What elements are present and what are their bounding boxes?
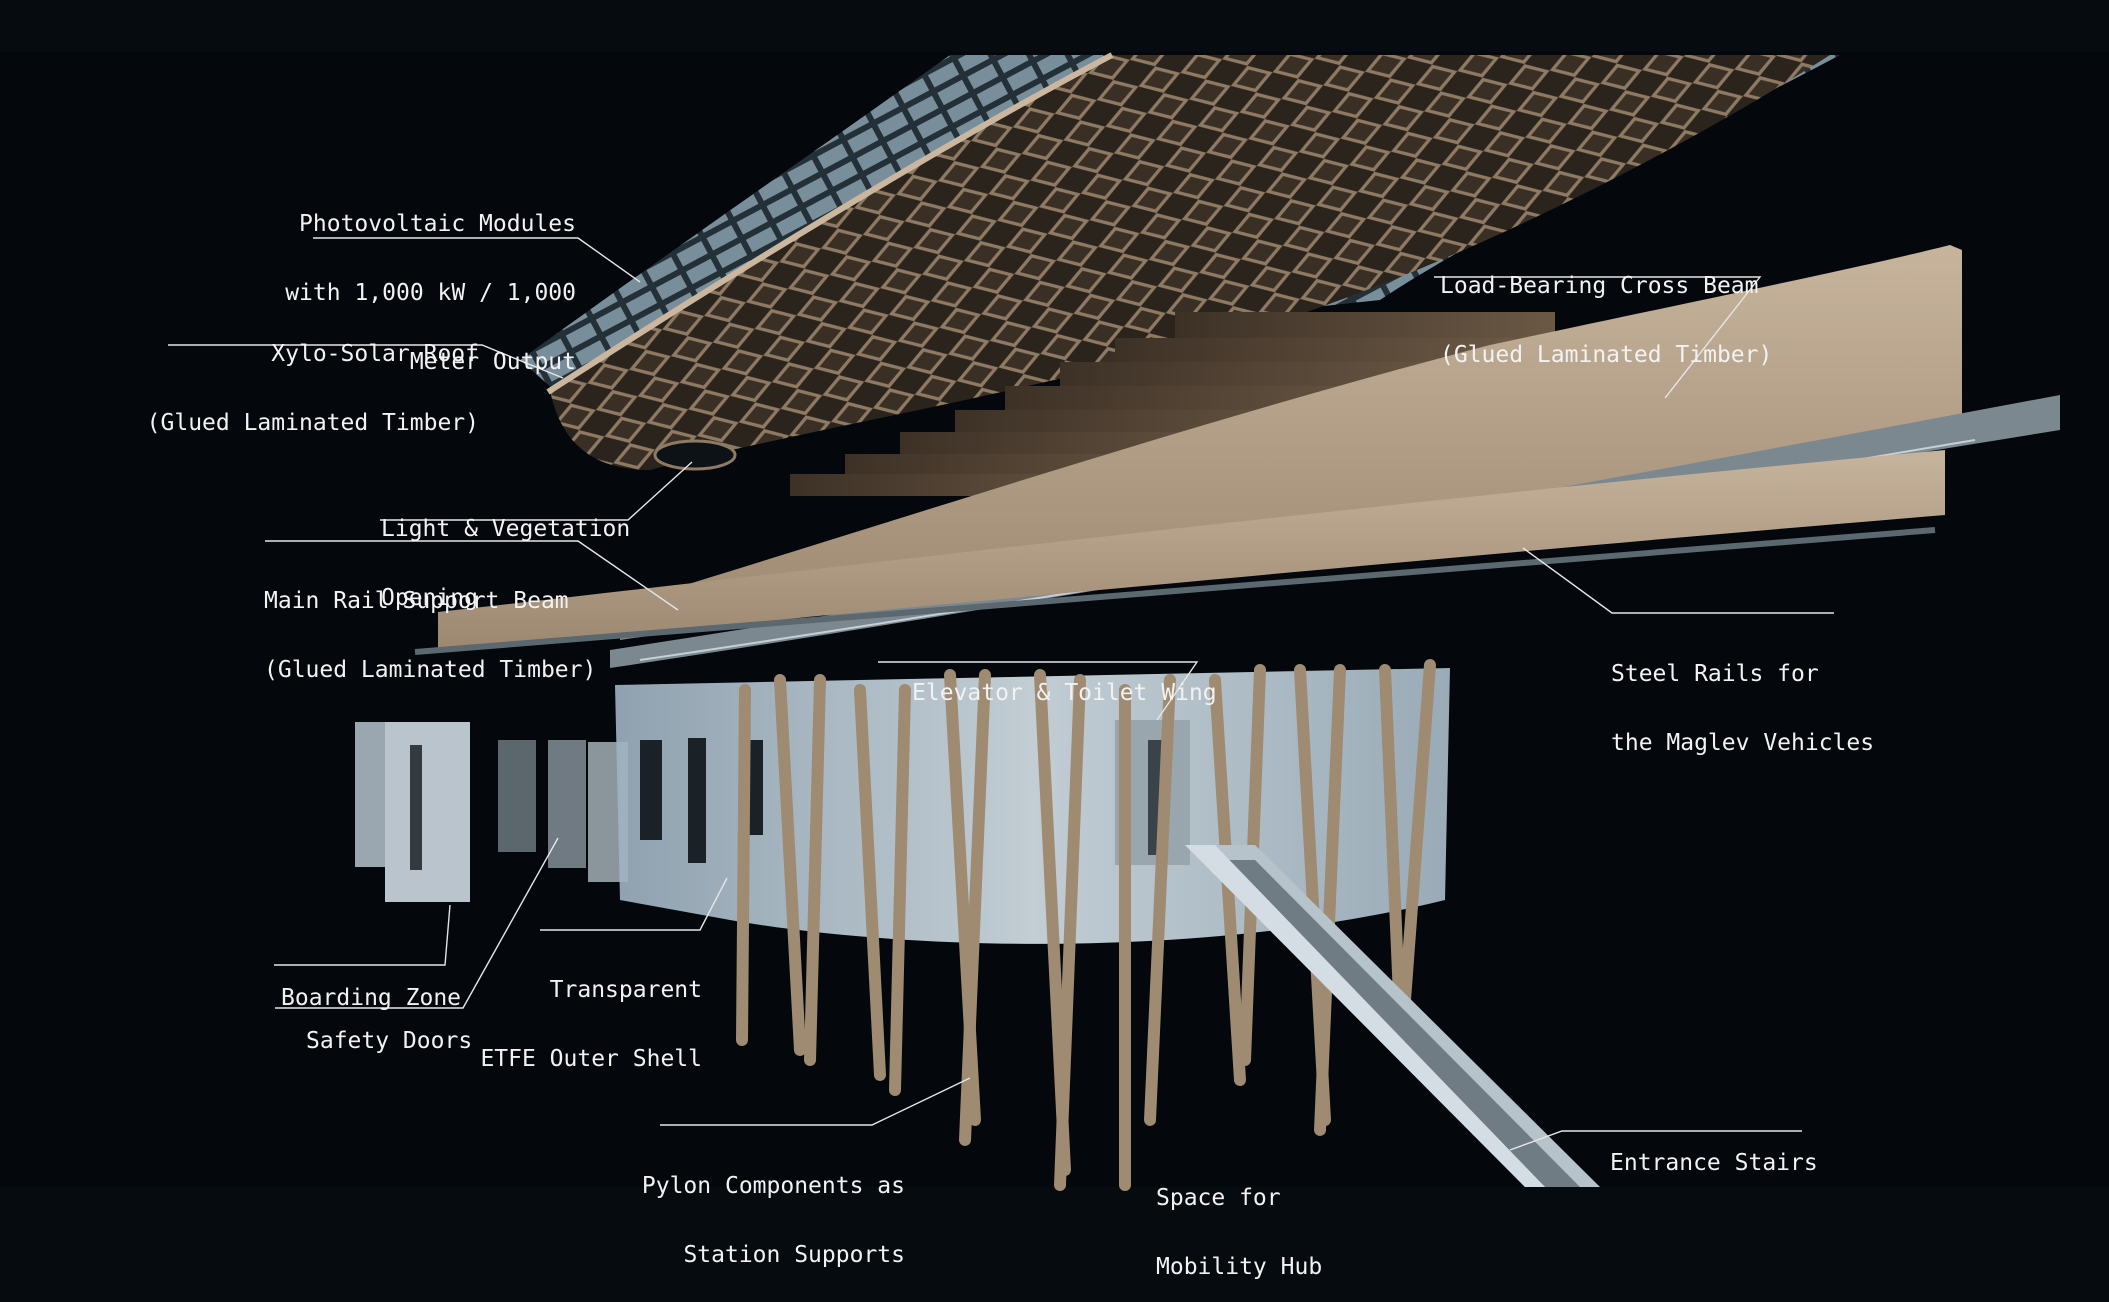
leader-lines [168,237,1834,1151]
light-vegetation-opening [653,439,737,471]
label-transparent-shell: Transparent ETFE Outer Shell [480,933,702,1094]
entrance-stairs [1185,845,1600,1187]
leader-main-rail-beam [265,540,679,611]
label-safety-doors-line1: Safety Doors [306,1028,473,1054]
roof-edge [546,52,1114,395]
label-entrance-stairs: Entrance Stairs [1610,1106,1818,1198]
label-photovoltaic-line1: Photovoltaic Modules [299,211,576,237]
label-pylon-components-line2: Station Supports [683,1242,905,1268]
leader-xylo-roof [168,344,564,379]
label-mobility-hub-line2: Mobility Hub [1156,1254,1323,1280]
leader-pylon [660,1077,971,1126]
label-transparent-shell-line2: ETFE Outer Shell [480,1046,702,1072]
label-xylo-roof: Xylo-Solar Roof (Glued Laminated Timber) [147,297,479,458]
label-elevator-wing: Elevator & Toilet Wing [912,636,1217,728]
leader-transparent-shell [540,877,728,931]
label-boarding-zone: Boarding Zone [281,941,461,1033]
label-steel-rails: Steel Rails for the Maglev Vehicles [1611,617,1874,778]
xylo-solar-roof [550,55,1830,470]
leader-cross-beam [1434,276,1762,399]
label-steel-rails-line2: the Maglev Vehicles [1611,730,1875,756]
pylon-components [736,659,1436,1191]
leader-safety-doors [275,837,559,1009]
label-photovoltaic-line2: with 1,000 kW / 1,000 [285,280,576,306]
label-pylon-components: Pylon Components as Station Supports [642,1129,905,1290]
boarding-zone-panels [355,722,470,902]
label-safety-doors: Safety Doors [306,984,472,1076]
label-cross-beam-line1: Load-Bearing Cross Beam [1440,273,1759,299]
exploded-axonometric-diagram [168,52,2060,1191]
label-xylo-roof-line1: Xylo-Solar Roof [271,341,479,367]
leader-light-opening [380,461,693,521]
label-xylo-roof-line2: (Glued Laminated Timber) [146,410,479,436]
etfe-openings [640,738,763,863]
label-photovoltaic: Photovoltaic Modules with 1,000 kW / 1,0… [285,167,576,397]
label-main-rail-beam: Main Rail Support Beam (Glued Laminated … [264,544,596,705]
leader-entrance-stairs [1509,1130,1802,1151]
label-main-rail-beam-line1: Main Rail Support Beam [264,588,569,614]
label-cross-beam: Load-Bearing Cross Beam (Glued Laminated… [1440,229,1773,390]
label-light-opening: Light & Vegetation Opening [381,472,630,633]
label-mobility-hub: Space for Mobility Hub [1156,1141,1322,1302]
label-cross-beam-line2: (Glued Laminated Timber) [1440,342,1773,368]
label-light-opening-line1: Light & Vegetation [381,516,631,542]
leader-steel-rails [1522,547,1834,614]
leader-photovoltaic [313,237,641,283]
label-boarding-zone-line1: Boarding Zone [281,985,462,1011]
main-rail-support-beam [438,450,1945,650]
leader-boarding-zone [274,904,451,966]
label-light-opening-line2: Opening [381,585,478,611]
label-pylon-components-line1: Pylon Components as [641,1173,905,1199]
label-mobility-hub-line1: Space for [1156,1185,1281,1211]
label-transparent-shell-line1: Transparent [549,977,702,1003]
leader-elevator-wing [878,661,1199,721]
label-main-rail-beam-line2: (Glued Laminated Timber) [264,657,597,683]
label-photovoltaic-line3: Meter Output [409,349,576,375]
label-steel-rails-line1: Steel Rails for [1611,661,1819,687]
label-elevator-wing-line1: Elevator & Toilet Wing [912,680,1217,706]
label-entrance-stairs-line1: Entrance Stairs [1610,1150,1818,1176]
load-bearing-cross-beam [620,245,1962,640]
